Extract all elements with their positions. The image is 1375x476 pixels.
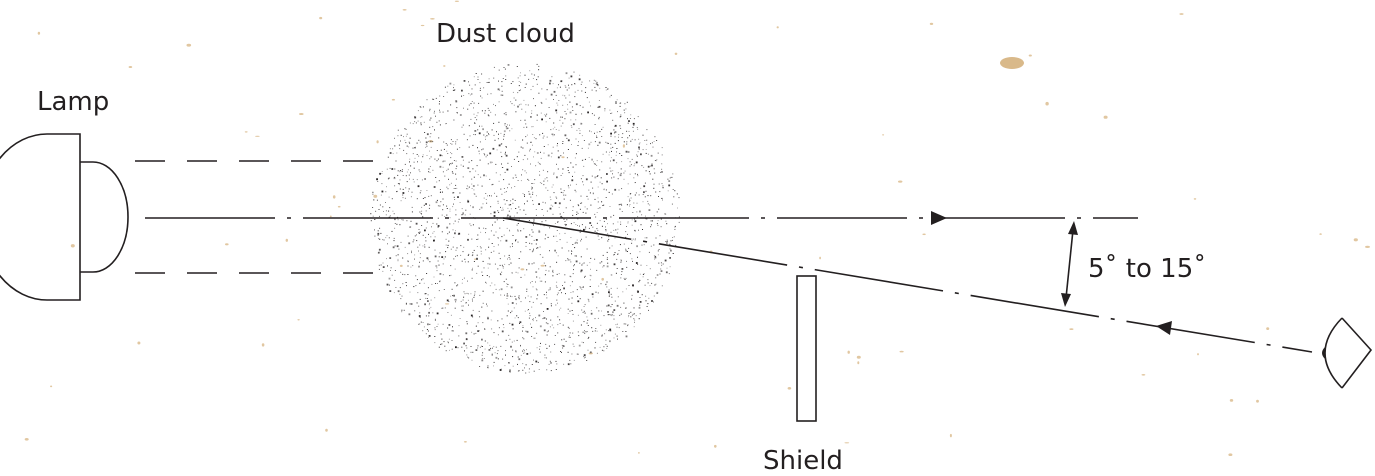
sight-arrowhead — [1156, 321, 1172, 335]
angle-label: 5˚ to 15˚ — [1088, 254, 1206, 284]
eye-lids — [1341, 317, 1373, 389]
lamp-lens — [80, 161, 129, 273]
dust-cloud-label: Dust cloud — [436, 19, 575, 49]
angle-indicator — [1061, 221, 1078, 307]
eye-ball — [1324, 317, 1343, 389]
eye-pupil — [1322, 347, 1325, 359]
lamp-label: Lamp — [37, 87, 109, 117]
beam-arrowhead — [931, 211, 947, 225]
angle-arrowhead-top — [1068, 221, 1078, 235]
background-specks — [24, 0, 1370, 457]
shield-label: Shield — [763, 446, 843, 476]
dust-cloud — [370, 63, 680, 374]
angle-arrow-line — [1065, 229, 1074, 299]
lamp-icon — [0, 133, 129, 301]
eye-icon — [1322, 317, 1373, 389]
lamp-housing — [0, 133, 81, 301]
angle-arrowhead-bottom — [1061, 293, 1071, 307]
line-of-sight — [502, 217, 1313, 353]
shield-plate — [796, 275, 817, 422]
